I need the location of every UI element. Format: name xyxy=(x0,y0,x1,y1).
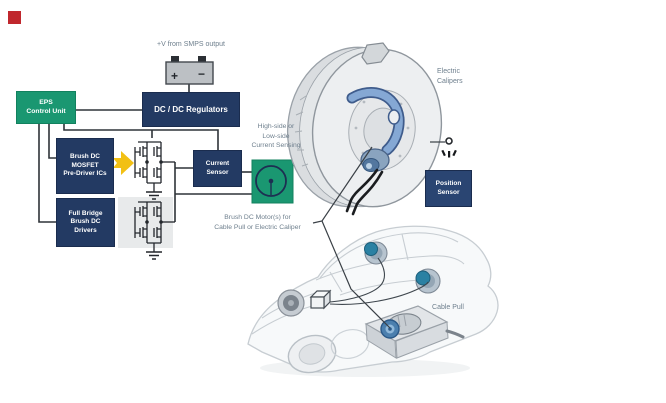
arrow-icon xyxy=(113,151,134,175)
current-sensor-block: Current Sensor xyxy=(193,150,242,187)
sensing-line: High-side or xyxy=(257,123,295,130)
caliper-cables xyxy=(345,168,384,216)
rear-brake-motor xyxy=(364,241,388,265)
current-sensor-line: Current xyxy=(205,160,230,167)
dcdc-label: DC / DC Regulators xyxy=(154,105,228,114)
position-sensor-line: Position xyxy=(435,180,462,187)
car-illustration xyxy=(247,225,499,377)
eps-line: EPS xyxy=(39,99,53,106)
dcdc-regulators-block: DC / DC Regulators xyxy=(142,92,240,127)
calipers-line: Calipers xyxy=(437,78,463,85)
current-sensor-line: Sensor xyxy=(206,168,229,176)
battery-plus: + xyxy=(171,69,178,83)
position-sensor-icon xyxy=(430,137,457,158)
mosfet-bridge-schematic xyxy=(134,141,175,200)
cable-pull-actuator xyxy=(364,305,465,359)
front-brake-disc xyxy=(277,289,305,317)
rear-brake-motor xyxy=(415,268,441,294)
caliper-clamp xyxy=(361,42,390,65)
motor-label-line: Brush DC Motor(s) for xyxy=(224,214,291,221)
motor-block xyxy=(251,159,294,204)
fullbridge-line: Full Bridge xyxy=(68,209,103,217)
predriver-line: Pre-Driver ICs xyxy=(63,170,107,178)
eps-control-unit-block: EPS Control Unit xyxy=(16,91,76,124)
brush-dc-motor-label: Brush DC Motor(s) for Cable Pull or Elec… xyxy=(200,213,315,233)
motor-icon xyxy=(255,165,287,197)
battery-icon: + − xyxy=(165,56,214,85)
leader-lines xyxy=(312,146,391,329)
position-sensor-block: Position Sensor xyxy=(425,170,472,207)
predriver-line: MOSFET xyxy=(71,161,99,169)
logo-mark xyxy=(8,11,21,24)
ecu-cube xyxy=(309,289,332,310)
position-sensor-line: Sensor xyxy=(437,188,460,196)
fullbridge-line: Drivers xyxy=(74,226,97,234)
battery-minus: − xyxy=(198,67,205,81)
wires xyxy=(38,84,252,223)
cable-pull-label: Cable Pull xyxy=(432,304,464,311)
electric-calipers-label: Electric Calipers xyxy=(437,67,483,87)
fullbridge-line: Brush DC xyxy=(70,218,101,226)
eps-line: Control Unit xyxy=(26,107,66,115)
sensing-line: Low-side xyxy=(262,132,290,140)
fullbridge-drivers-block: Full Bridge Brush DC Drivers xyxy=(56,198,115,247)
smps-label: +V from SMPS output xyxy=(157,41,225,48)
predriver-block: Brush DC MOSFET Pre-Driver ICs xyxy=(56,138,114,194)
current-sensing-label: High-side or Low-side Current Sensing xyxy=(231,122,321,151)
motor-label-line: Cable Pull or Electric Caliper xyxy=(214,224,301,231)
sensing-line: Current Sensing xyxy=(251,142,301,149)
calipers-line: Electric xyxy=(437,68,460,75)
brake-harness xyxy=(329,257,429,305)
predriver-line: Brush DC xyxy=(70,153,100,161)
brake-disc-illustration xyxy=(286,42,443,216)
pull-cable xyxy=(445,329,465,339)
